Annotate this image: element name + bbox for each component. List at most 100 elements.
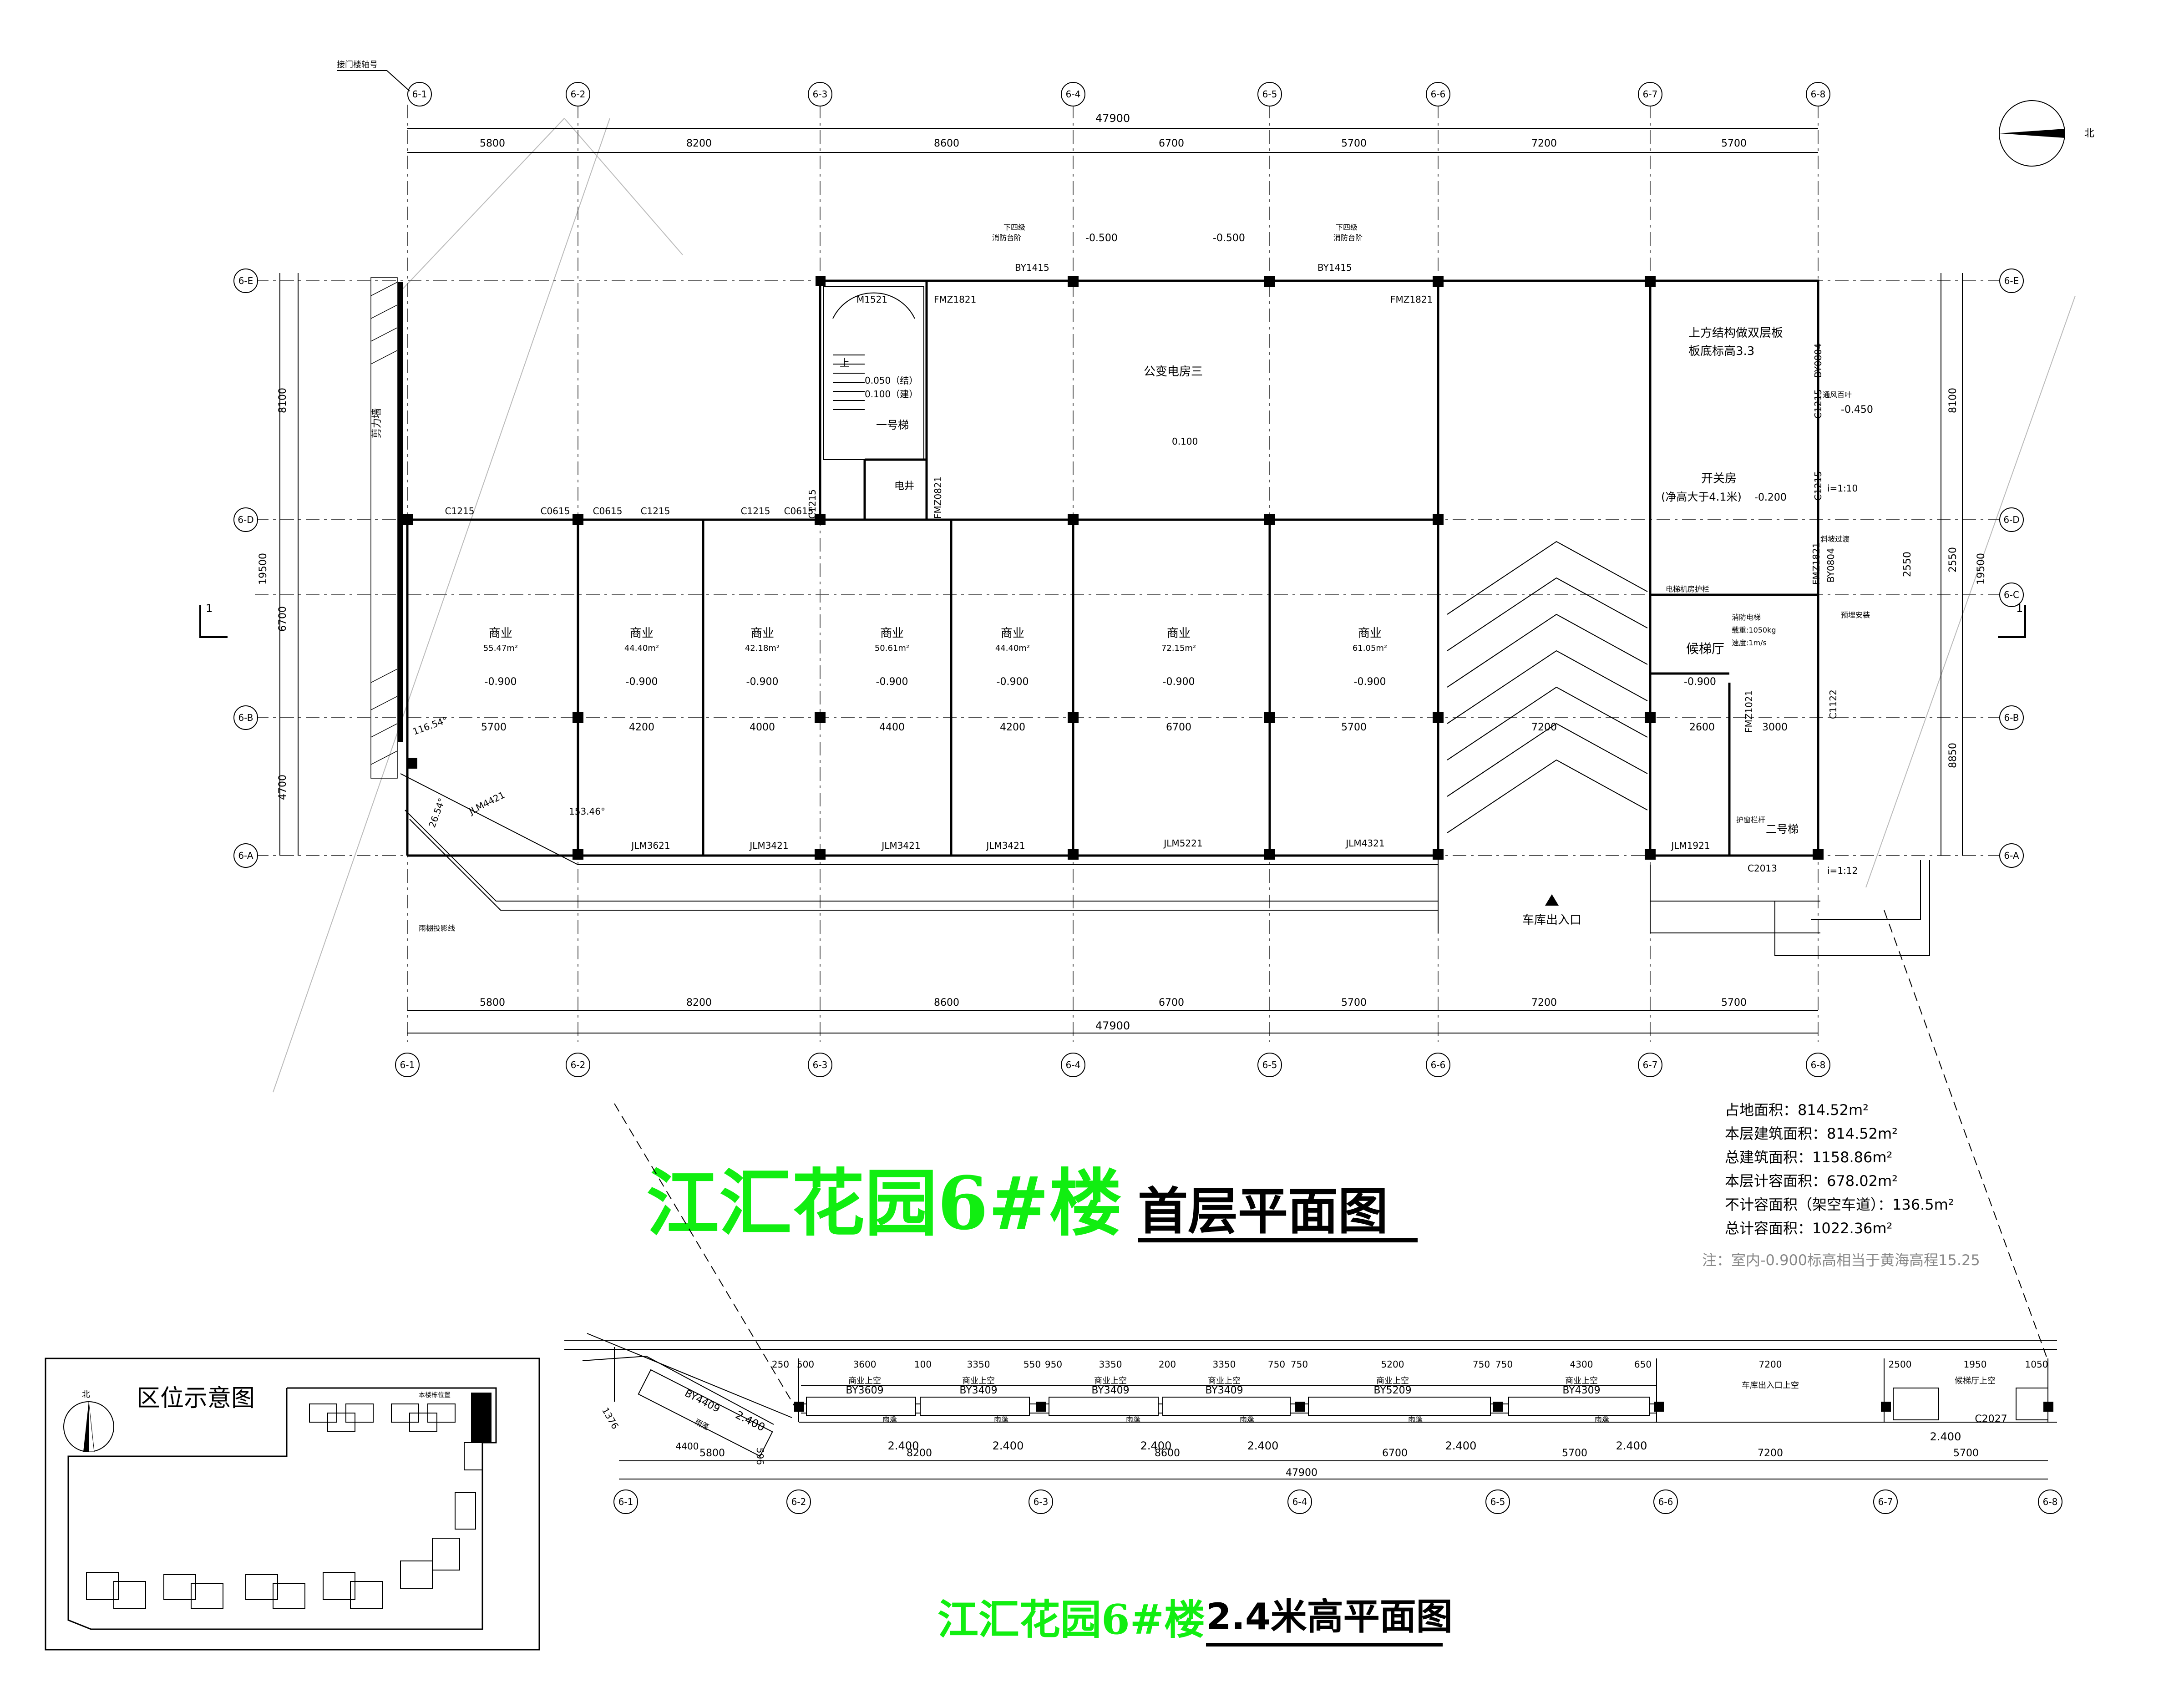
axis-label: 6-D bbox=[238, 514, 253, 525]
axis-label: 6-6 bbox=[1431, 1059, 1446, 1070]
garage-entrance-label: 车库出入口 bbox=[1522, 913, 1581, 927]
lower-dim: 3350 bbox=[1213, 1359, 1236, 1370]
lower-dim: 3600 bbox=[853, 1359, 877, 1370]
key-plan-label: 本楼栋位置 bbox=[419, 1391, 451, 1399]
stair-1 bbox=[823, 286, 924, 460]
axis-label: 6-1 bbox=[400, 1059, 415, 1070]
axis-label: 6-8 bbox=[1811, 89, 1826, 100]
stair1-level: 0.050（结） bbox=[865, 375, 918, 386]
lower-dim: 750 bbox=[1268, 1359, 1285, 1370]
door-labels-front: JLM3621 JLM3421 JLM3421 JLM3421 JLM5221 … bbox=[630, 838, 1710, 851]
shop-level: -0.900 bbox=[997, 676, 1029, 688]
substation-label: 公变电房三 bbox=[1144, 365, 1203, 379]
axis-label: 6-5 bbox=[1490, 1496, 1505, 1507]
door-tag: FMZ1821 bbox=[1811, 542, 1822, 585]
shop-area: 61.05m² bbox=[1353, 643, 1387, 653]
lower-dim: 750 bbox=[1291, 1359, 1308, 1370]
shop-labels: 商业 55.47m² -0.900 商业 44.40m² -0.900 商业 4… bbox=[483, 627, 1387, 688]
shop-area: 72.15m² bbox=[1161, 643, 1196, 653]
lower-dim: 550 bbox=[1024, 1359, 1041, 1370]
shop-name: 商业 bbox=[880, 627, 904, 640]
lower-dim: 3350 bbox=[967, 1359, 990, 1370]
door-tag: C2013 bbox=[1748, 863, 1777, 874]
canopy-word: 雨蓬 bbox=[1240, 1414, 1254, 1423]
switch-room-sub: (净高大于4.1米) bbox=[1661, 491, 1742, 503]
title-black: 首层平面图 bbox=[1138, 1182, 1388, 1241]
axis-label: 6-4 bbox=[1292, 1496, 1307, 1507]
axis-label: 6-8 bbox=[2043, 1496, 2058, 1507]
shop-name: 商业 bbox=[489, 627, 512, 640]
switch-level: -0.200 bbox=[1754, 492, 1787, 503]
lower-dim: 4300 bbox=[1570, 1359, 1593, 1370]
north-label: 北 bbox=[2084, 128, 2094, 139]
lift-note: 消防电梯 bbox=[1732, 613, 1761, 622]
span-dim: 5700 bbox=[1562, 1448, 1587, 1459]
door-tag: FMZ1821 bbox=[1390, 294, 1433, 305]
door-tag: C1215 bbox=[807, 489, 818, 519]
total-dimension: 47900 bbox=[1095, 112, 1130, 125]
door-tag: JLM3421 bbox=[985, 840, 1025, 851]
span-dim: 6700 bbox=[1159, 997, 1184, 1008]
span-dims-top: 5800 8200 8600 6700 5700 7200 5700 bbox=[480, 138, 1747, 149]
lift-note: 载重:1050kg bbox=[1732, 626, 1776, 634]
lower-dim: 650 bbox=[1634, 1359, 1652, 1370]
door-tag: FMZ0821 bbox=[932, 476, 943, 519]
space-label: 车库出入口上空 bbox=[1742, 1381, 1799, 1390]
level-tag: 2.400 bbox=[1247, 1439, 1279, 1452]
title-green: 江汇花园6#楼 bbox=[646, 1160, 1122, 1246]
door-tag: C1215 bbox=[1813, 471, 1824, 501]
lower-dim: 200 bbox=[1159, 1359, 1176, 1370]
shop-name: 商业 bbox=[1358, 627, 1382, 640]
lift-hall-level: -0.900 bbox=[1684, 676, 1716, 688]
side-dim: 6700 bbox=[277, 606, 289, 632]
axis-labels-side: 6-E 6-D 6-B 6-A 6-E 6-D 6-C 6-B 6-A bbox=[238, 275, 2019, 861]
axis-label: 6-D bbox=[2003, 514, 2019, 525]
shop-name: 商业 bbox=[750, 627, 774, 640]
axis-label: 6-3 bbox=[1034, 1496, 1049, 1507]
lower-dim: 750 bbox=[1495, 1359, 1513, 1370]
top-level: -0.500 bbox=[1213, 233, 1245, 244]
shop-level: -0.900 bbox=[626, 676, 658, 688]
shop-area: 50.61m² bbox=[875, 643, 909, 653]
vent-note: 预埋安装 bbox=[1841, 611, 1870, 619]
shop-name: 商业 bbox=[1167, 627, 1191, 640]
window-tag: C0615 bbox=[541, 506, 570, 517]
span-dim: 8600 bbox=[934, 138, 959, 149]
shop-level: -0.900 bbox=[1163, 676, 1195, 688]
substation-level: 0.100 bbox=[1172, 436, 1198, 447]
axis-label: 6-3 bbox=[813, 1059, 828, 1070]
stair1-label: 一号梯 bbox=[876, 419, 909, 431]
span-dim: 5700 bbox=[1953, 1448, 1979, 1459]
shop-area: 44.40m² bbox=[624, 643, 659, 653]
platform-note: 消防台阶 bbox=[1333, 233, 1363, 242]
axis-label: 6-8 bbox=[1811, 1059, 1826, 1070]
stat-line: 不计容面积（架空车道）：136.5m² bbox=[1725, 1196, 1954, 1213]
axis-label: 6-6 bbox=[1658, 1496, 1673, 1507]
lower-canopy-bars bbox=[806, 1397, 1650, 1416]
lower-dim: 750 bbox=[1473, 1359, 1490, 1370]
lower-dim: 500 bbox=[797, 1359, 814, 1370]
stat-line: 总计容面积：1022.36m² bbox=[1725, 1220, 1892, 1237]
roof-note: 雨棚投影线 bbox=[419, 924, 455, 932]
axis-label: 6-C bbox=[2004, 589, 2019, 600]
canopy-tag: BY3409 bbox=[959, 1385, 997, 1396]
door-tag: JLM4321 bbox=[1345, 838, 1384, 849]
shop-area: 42.18m² bbox=[745, 643, 780, 653]
axis-label: 6-E bbox=[2004, 275, 2019, 286]
shop-widths: 5700 4200 4000 4400 4200 6700 5700 7200 … bbox=[481, 722, 1788, 733]
lower-dims-top: 250 500 3600 100 3350 550 950 3350 200 3… bbox=[772, 1359, 2048, 1370]
canopy-tag: BY4309 bbox=[1562, 1385, 1600, 1396]
canopy-word: 雨蓬 bbox=[1126, 1414, 1140, 1423]
level-tag: 2.400 bbox=[1140, 1439, 1172, 1452]
front-curb bbox=[400, 773, 1930, 956]
span-dim: 7200 bbox=[1531, 997, 1557, 1008]
door-tag: BY1415 bbox=[1015, 262, 1049, 273]
axis-label: 6-4 bbox=[1066, 89, 1081, 100]
window-tag: C1215 bbox=[741, 506, 770, 517]
subtitle-underline bbox=[1206, 1643, 1443, 1647]
lower-levels: 2.400 2.400 2.400 2.400 2.400 2.400 2.40… bbox=[734, 1408, 1961, 1452]
shop-level: -0.900 bbox=[746, 676, 779, 688]
space-label: 商业上空 bbox=[1208, 1376, 1241, 1386]
canopy-tag: BY3409 bbox=[1205, 1385, 1243, 1396]
door-tag: C1215 bbox=[1813, 389, 1824, 419]
